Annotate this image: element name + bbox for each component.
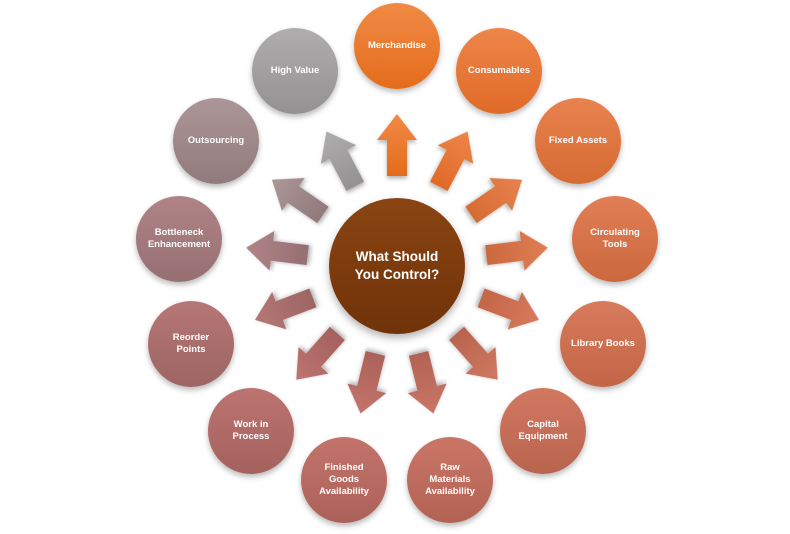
node-bottleneck-enhancement: Bottleneck Enhancement <box>136 196 222 282</box>
node-label: Circulating Tools <box>590 227 640 250</box>
center-circle: What Should You Control? <box>329 198 465 334</box>
arrow-high-value <box>320 131 365 191</box>
arrow-library-books <box>477 288 540 330</box>
arrow-raw-materials-availability <box>407 351 447 414</box>
arrow-circulating-tools <box>485 230 548 271</box>
node-label: Consumables <box>467 65 531 77</box>
node-label: Capital Equipment <box>518 419 568 442</box>
node-consumables: Consumables <box>456 28 542 114</box>
node-fixed-assets: Fixed Assets <box>535 98 621 184</box>
arrow-outsourcing <box>271 178 329 224</box>
node-label: Finished Goods Availability <box>319 462 369 497</box>
node-label: Bottleneck Enhancement <box>147 227 211 250</box>
node-work-in-process: Work in Process <box>208 388 294 474</box>
node-circulating-tools: Circulating Tools <box>572 196 658 282</box>
node-label: Work in Process <box>232 419 270 442</box>
arrow-consumables <box>429 131 474 191</box>
node-label: Reorder Points <box>172 332 210 355</box>
node-label: Raw Materials Availability <box>425 462 475 497</box>
node-capital-equipment: Capital Equipment <box>500 388 586 474</box>
node-label: Outsourcing <box>187 135 245 147</box>
arrow-fixed-assets <box>465 178 523 224</box>
arrow-capital-equipment <box>449 326 498 380</box>
node-merchandise: Merchandise <box>354 3 440 89</box>
arrow-reorder-points <box>254 288 317 330</box>
center-label: What Should You Control? <box>354 248 440 282</box>
arrow-finished-goods-availability <box>347 351 387 414</box>
node-label: Fixed Assets <box>548 135 608 147</box>
node-label: Library Books <box>571 338 635 350</box>
arrow-bottleneck-enhancement <box>246 230 309 271</box>
node-label: Merchandise <box>367 40 427 52</box>
node-label: High Value <box>270 65 320 77</box>
node-high-value: High Value <box>252 28 338 114</box>
node-raw-materials-availability: Raw Materials Availability <box>407 437 493 523</box>
node-reorder-points: Reorder Points <box>148 301 234 387</box>
arrow-merchandise <box>377 114 417 176</box>
arrow-work-in-process <box>296 326 345 380</box>
node-finished-goods-availability: Finished Goods Availability <box>301 437 387 523</box>
node-outsourcing: Outsourcing <box>173 98 259 184</box>
node-library-books: Library Books <box>560 301 646 387</box>
